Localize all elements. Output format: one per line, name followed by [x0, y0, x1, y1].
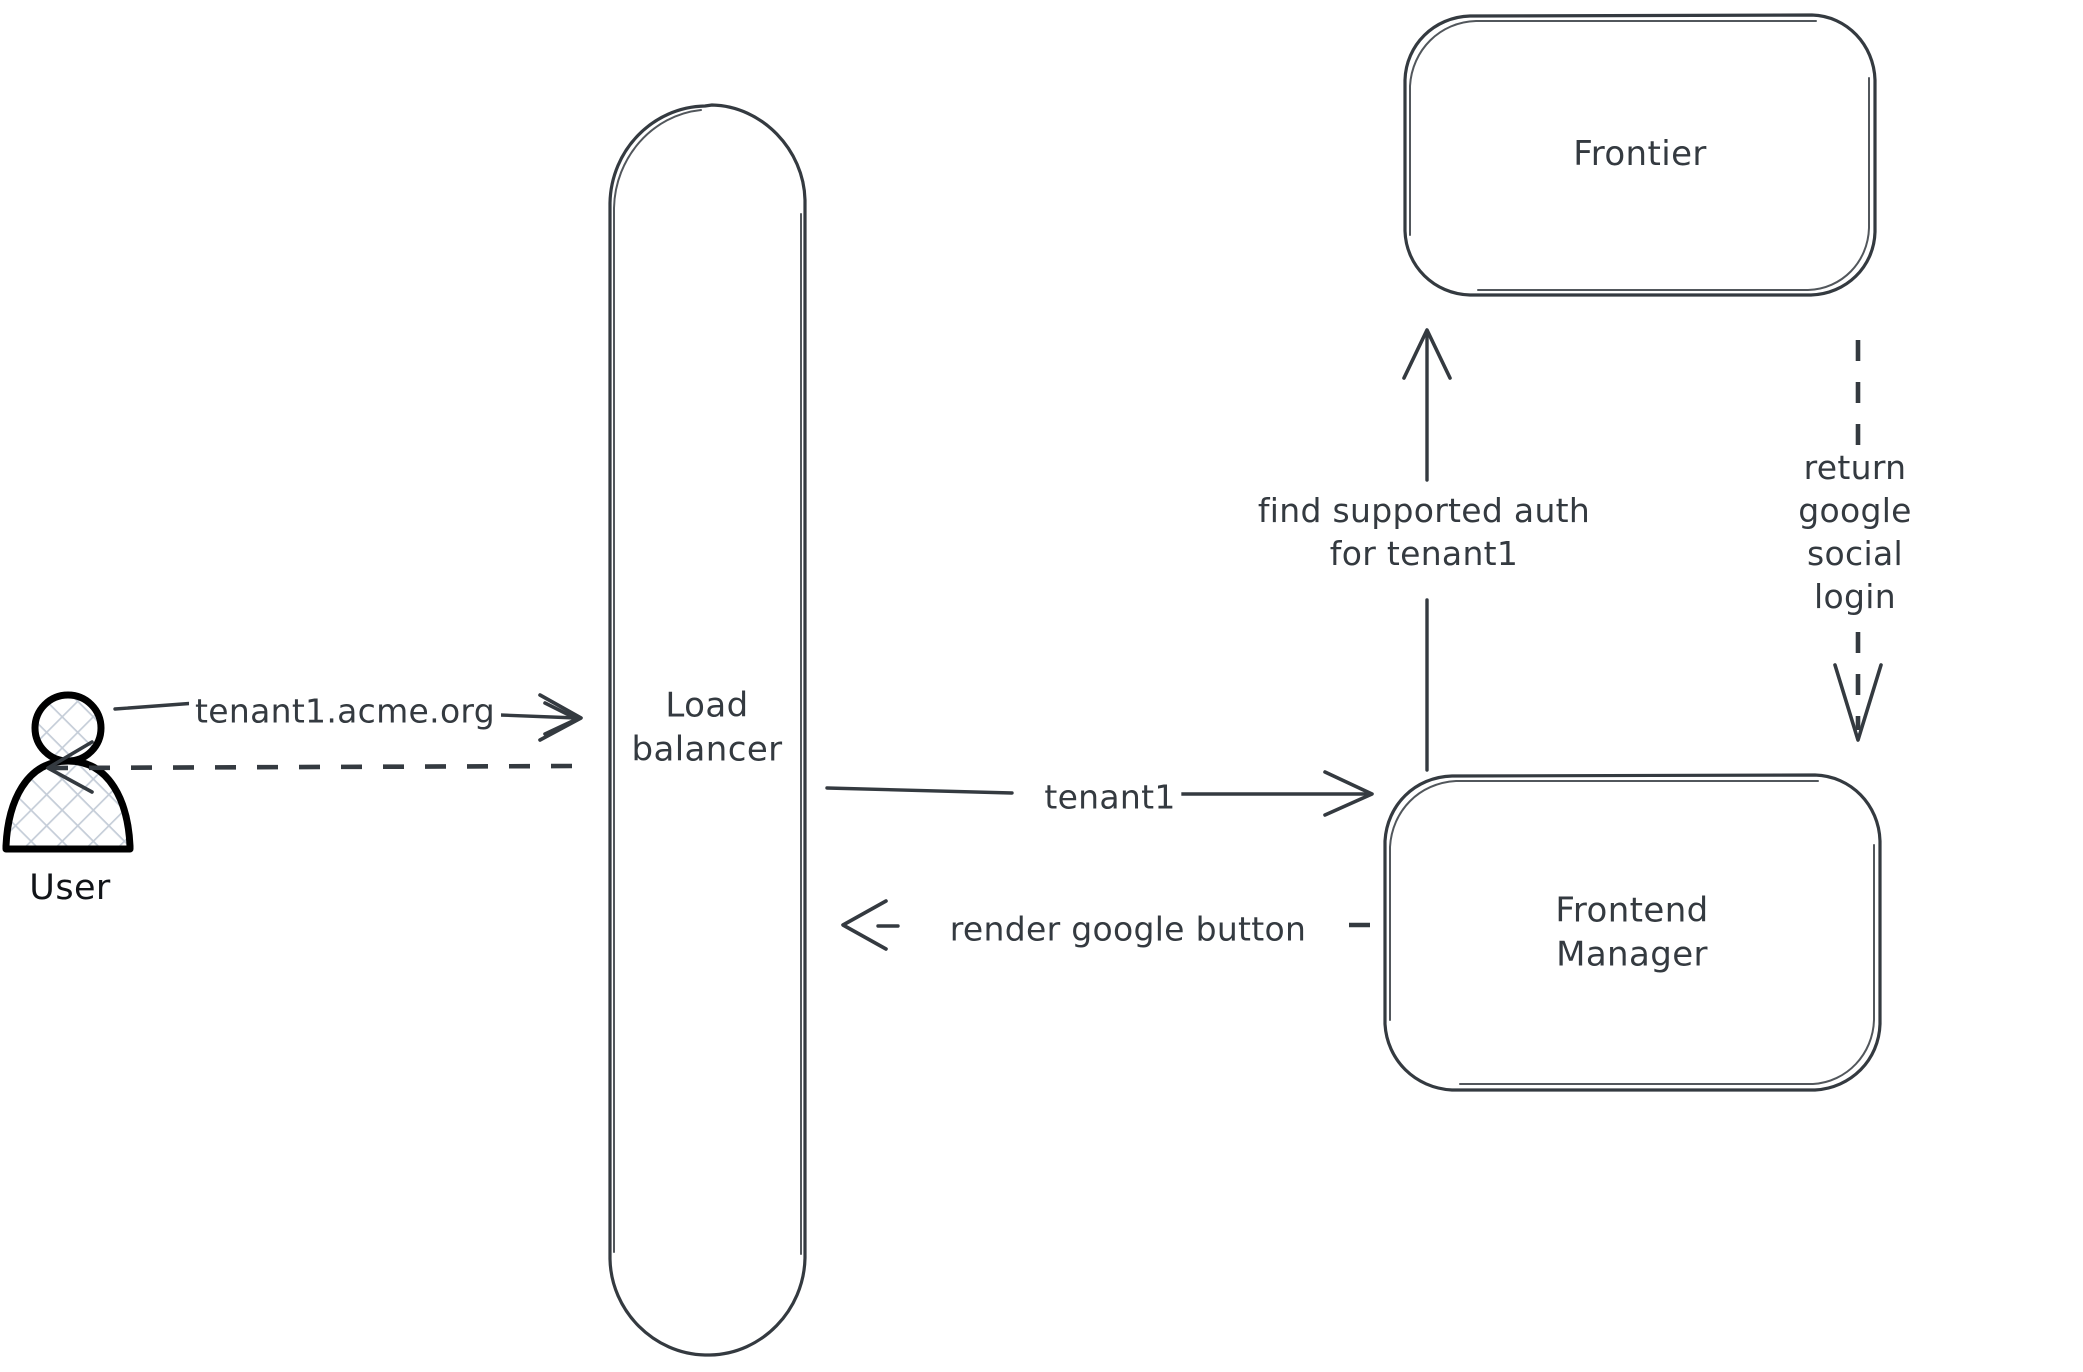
user-actor-label: User: [29, 868, 111, 908]
edge-user-to-lb-arrowhead-inner: [543, 701, 579, 736]
edge-frontier-to-fm-arrowhead: [1833, 663, 1883, 742]
edge-user-to-lb: [113, 693, 583, 742]
edge-lb-to-fm-segment-left: [825, 786, 1014, 795]
edge-fm-to-lb: [841, 899, 1370, 951]
edge-lb-to-fm: [825, 770, 1374, 817]
node-frontier[interactable]: [1403, 13, 1877, 297]
edge-lb-to-user: [46, 740, 573, 794]
edge-user-to-lb-segment-left: [113, 701, 198, 711]
edge-fm-to-frontier: [1402, 328, 1452, 772]
frontier-sketch-stroke-2: [1477, 77, 1870, 291]
edge-fm-to-lb-arrowhead: [841, 899, 888, 951]
frontend-manager-sketch-stroke-2: [1459, 844, 1875, 1085]
frontend-manager-shape: [1383, 773, 1882, 1092]
edge-fm-to-frontier-arrowhead: [1402, 328, 1452, 380]
load-balancer-shape: [608, 103, 807, 1357]
node-load-balancer[interactable]: [608, 103, 807, 1357]
node-frontend-manager[interactable]: [1383, 773, 1882, 1092]
person-icon-head: [31, 691, 105, 765]
edge-user-to-lb-segment-right: [498, 713, 579, 720]
person-icon-body: [2, 757, 134, 853]
person-icon: [2, 691, 134, 853]
frontier-sketch-stroke: [1409, 20, 1817, 236]
edge-lb-to-user-arrowhead: [46, 740, 94, 794]
frontend-manager-sketch-stroke: [1389, 780, 1819, 1021]
edge-frontier-to-fm: [1833, 340, 1883, 742]
edge-user-to-lb-arrowhead: [538, 693, 583, 742]
frontier-shape: [1403, 13, 1877, 297]
load-balancer-sketch-stroke: [613, 109, 702, 1253]
edge-lb-to-user-line: [49, 763, 573, 771]
edge-lb-to-fm-arrowhead: [1323, 770, 1374, 817]
